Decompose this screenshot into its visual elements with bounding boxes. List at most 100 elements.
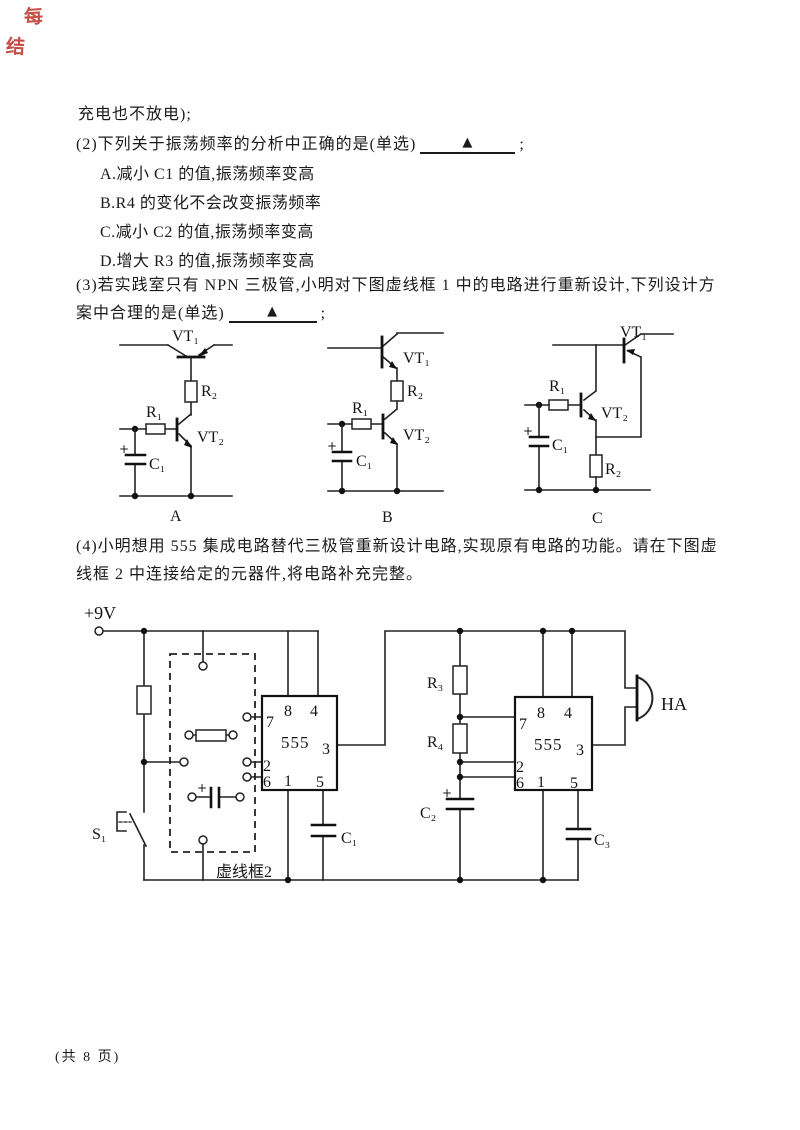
caption-b: B xyxy=(382,509,393,526)
loose-capacitor xyxy=(209,786,221,809)
terminal xyxy=(228,730,238,740)
vt1-leads xyxy=(552,332,674,438)
switch-s1: S₁ xyxy=(92,811,148,848)
junction-dot xyxy=(539,876,547,884)
ic2-name: 555 xyxy=(534,735,563,754)
option-b: B.R4 的变化不会改变振荡频率 xyxy=(100,195,322,212)
label-r3: R₃ xyxy=(427,675,443,692)
resistor-r2 xyxy=(589,454,603,478)
resistor-r1 xyxy=(548,399,569,411)
label-r1: R₁ xyxy=(352,400,368,417)
polarity-plus: + xyxy=(523,424,533,438)
junction-dot xyxy=(187,492,195,500)
junction-dot xyxy=(535,486,543,494)
wires xyxy=(102,630,638,881)
terminal xyxy=(179,757,189,767)
vt1-leads xyxy=(327,332,444,382)
junction-dot xyxy=(140,627,148,635)
junction-dot xyxy=(539,627,547,635)
question-3-text: 案中合理的是(单选) xyxy=(76,305,225,322)
capacitor-c2 xyxy=(445,797,475,811)
junction-dot xyxy=(393,487,401,495)
ic2-pin-3: 3 xyxy=(576,742,584,759)
555-timer-circuit: S₁ + 虚线框2 7 8 4 555 3 xyxy=(84,603,687,884)
question-2-suffix: ; xyxy=(519,136,525,153)
question-4-line1: (4)小明想用 555 集成电路替代三极管重新设计电路,实现原有电路的功能。请在… xyxy=(76,538,718,555)
capacitor-c1 xyxy=(331,450,353,463)
ic2-pin-8: 8 xyxy=(537,705,545,722)
label-c3: C₃ xyxy=(594,832,610,849)
label-vt2: VT₂ xyxy=(403,427,430,444)
resistor-r1 xyxy=(351,418,372,430)
switch-bracket xyxy=(116,811,127,832)
label-vt2: VT₂ xyxy=(601,405,628,422)
vt2-emitter-arrow xyxy=(184,439,192,448)
label-dashed-box-2: 虚线框2 xyxy=(216,863,272,881)
label-c1: C₁ xyxy=(341,830,357,847)
junction-dots xyxy=(140,627,576,884)
ic2-body xyxy=(513,695,594,792)
triangle-placeholder: ▲ xyxy=(267,304,279,319)
junction-dot xyxy=(456,773,464,781)
label-r4: R₄ xyxy=(427,734,444,751)
ic2-555: 7 8 4 555 3 2 6 1 5 xyxy=(513,695,594,792)
caption-c: C xyxy=(592,510,603,527)
label-vt2: VT₂ xyxy=(197,429,224,446)
ic1-output-wire xyxy=(336,630,638,746)
vt2-leads xyxy=(566,344,598,456)
junction-dot xyxy=(338,487,346,495)
vt1-emitter-arrow xyxy=(626,349,635,355)
junction-dot xyxy=(456,758,464,766)
vt2-leads xyxy=(163,412,193,497)
dashed-box-2: + 虚线框2 xyxy=(169,653,272,881)
label-r2: R₂ xyxy=(605,461,621,478)
terminal xyxy=(184,730,194,740)
junction-dot xyxy=(592,486,600,494)
label-c2: C₂ xyxy=(420,805,436,822)
resistor-r2 xyxy=(184,380,198,403)
vt1-emitter-arrow xyxy=(389,361,397,369)
ic1-pin-4: 4 xyxy=(310,703,318,720)
question-3-line2: 案中合理的是(单选)▲; xyxy=(76,299,326,323)
capacitors: + C₁ C₂ C₃ xyxy=(310,786,610,849)
polarity-plus: + xyxy=(442,786,452,800)
ic1-555: 7 8 4 555 3 2 6 1 5 xyxy=(260,694,339,792)
junction-dot xyxy=(456,713,464,721)
red-stamp-mark-2: 结 xyxy=(5,36,26,59)
ic2-pin-7: 7 xyxy=(519,716,527,733)
junction-dot xyxy=(568,627,576,635)
terminal xyxy=(187,792,197,802)
circuit-b: VT₁ R₂ R₁ VT₂ C₁ + B xyxy=(327,332,444,526)
terminal xyxy=(198,661,208,671)
ic1-pin-5: 5 xyxy=(316,774,324,791)
option-a: A.减小 C1 的值,振荡频率变高 xyxy=(100,166,315,183)
ic1-pin-3: 3 xyxy=(322,741,330,758)
label-vt1: VT₁ xyxy=(620,324,647,341)
junction-dot xyxy=(140,758,148,766)
terminal xyxy=(235,792,245,802)
transistor-circuits-abc: VT₁ R₂ R₁ VT₂ C₁ + A VT₁ R₂ xyxy=(119,324,674,527)
ic2-pin-4: 4 xyxy=(564,705,572,722)
triangle-placeholder: ▲ xyxy=(462,135,474,150)
ic2-pin-2: 2 xyxy=(516,759,524,776)
supply-terminal xyxy=(94,626,104,636)
capacitor-c1 xyxy=(528,435,550,448)
loose-resistor xyxy=(195,729,227,742)
question-3-line1: (3)若实践室只有 NPN 三极管,小明对下图虚线框 1 中的电路进行重新设计,… xyxy=(76,277,716,294)
polarity-plus: + xyxy=(197,781,207,795)
ic1-power-wires xyxy=(287,630,319,697)
label-c1: C₁ xyxy=(552,437,568,454)
answer-blank-q2: ▲ xyxy=(420,135,516,154)
junction-dot xyxy=(456,627,464,635)
dashed-border xyxy=(169,653,256,853)
buzzer-dome xyxy=(635,675,654,721)
label-ha: HA xyxy=(661,694,687,714)
ic2-power-wires xyxy=(542,630,573,698)
resistor-r2 xyxy=(390,380,404,402)
vt2-emitter-arrow xyxy=(390,437,398,445)
terminal xyxy=(242,757,252,767)
ic2-output-wire xyxy=(591,706,638,746)
circuit-a: VT₁ R₂ R₁ VT₂ C₁ + A xyxy=(119,328,233,525)
resistor-r4 xyxy=(452,723,468,754)
